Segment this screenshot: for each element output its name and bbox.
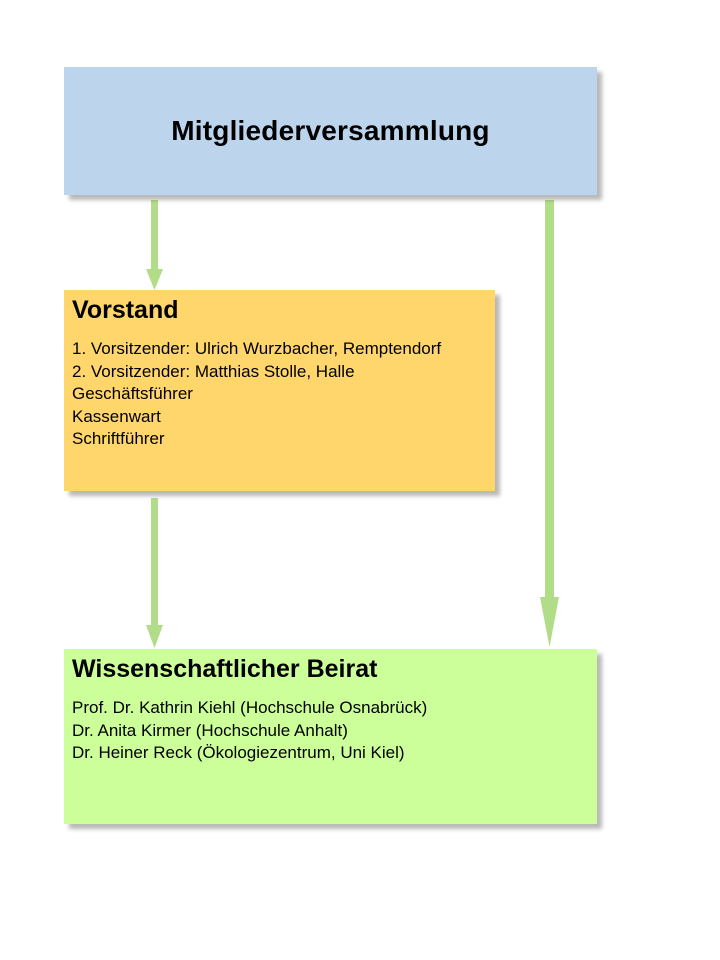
- arrow-top-to-vorstand: [146, 200, 163, 290]
- arrow-vorstand-to-beirat: [146, 498, 163, 648]
- mitgliederversammlung-box: Mitgliederversammlung: [64, 67, 597, 195]
- vorstand-line: 1. Vorsitzender: Ulrich Wurzbacher, Remp…: [72, 339, 442, 358]
- vorstand-line: Geschäftsführer: [72, 384, 193, 403]
- beirat-heading: Wissenschaftlicher Beirat: [72, 655, 378, 683]
- mitgliederversammlung-title: Mitgliederversammlung: [171, 115, 490, 146]
- vorstand-box: Vorstand 1. Vorsitzender: Ulrich Wurzbac…: [64, 290, 495, 491]
- beirat-box: Wissenschaftlicher Beirat Prof. Dr. Kath…: [64, 649, 597, 824]
- beirat-line: Dr. Anita Kirmer (Hochschule Anhalt): [72, 720, 348, 740]
- vorstand-line: 2. Vorsitzender: Matthias Stolle, Halle: [72, 361, 355, 381]
- vorstand-heading: Vorstand: [72, 296, 179, 324]
- beirat-line: Dr. Heiner Reck (Ökologiezentrum, Uni Ki…: [72, 743, 405, 762]
- vorstand-line: Kassenwart: [72, 406, 161, 426]
- vorstand-line: Schriftführer: [72, 429, 165, 448]
- beirat-line: Prof. Dr. Kathrin Kiehl (Hochschule Osna…: [72, 698, 428, 717]
- arrow-top-to-beirat: [540, 200, 559, 647]
